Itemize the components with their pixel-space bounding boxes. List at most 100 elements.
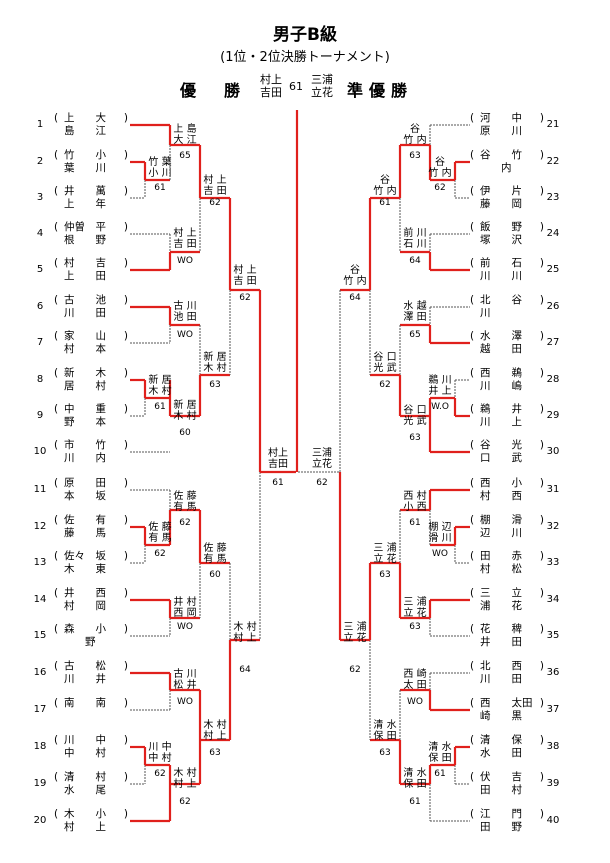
pair-names: ()西 鵜川 嶋 [470,367,544,392]
match-score: 65 [179,151,191,161]
pair-second-line: 田 村 [480,784,522,796]
pair-second-line: 本 坂 [64,490,106,502]
seed-number: 11 [33,484,47,495]
champion-names: 村上吉田 [260,73,282,99]
seed-number: 10 [33,446,47,457]
pair-second-line: 川 [480,307,512,319]
match-winner: 清 水保 田 [428,742,452,764]
pair-first-line: 西 鵜 [480,367,522,379]
pair-first-line: 清 保 [480,734,522,746]
pair-names: ()井 萬上 年 [54,185,128,210]
pair-second-line: 川 川 [480,270,522,282]
pair-first-line: 飯 野 [480,221,522,233]
pair-first-line: 新 木 [64,367,106,379]
match-winner: 西 村小 西 [403,491,427,513]
match-score: 63 [379,570,391,580]
pair-second-line: 浦 花 [480,600,522,612]
seed-number: 7 [36,337,44,348]
pair-second-line: 川 嶋 [480,380,522,392]
pair-names: ()川 中中 村 [54,734,128,759]
seed-number: 20 [33,815,47,826]
match-score: 61 [409,797,421,807]
seed-number: 19 [33,778,47,789]
match-score: 63 [409,151,421,161]
runnerup-names: 三浦立花 [311,73,333,99]
pair-second-line: 木 東 [64,563,106,575]
pair-first-line: 花 稗 [480,623,522,635]
pair-first-line: 西 小 [480,477,522,489]
match-score: 64 [239,665,251,675]
seed-number: 24 [546,228,560,239]
match-winner: 三 浦立 花 [403,597,427,619]
pair-names: ()北 西川 田 [470,660,544,685]
pair-second-line: 口 武 [480,452,522,464]
pair-names: ()清 保水 田 [470,734,544,759]
pair-names: ()谷 竹 内 [470,149,544,174]
pair-second-line: 上 田 [64,270,106,282]
pair-first-line: 井 萬 [64,185,106,197]
pair-second-line: 島 江 [64,125,106,137]
match-winner: 三浦立花 [312,448,332,470]
seed-number: 16 [33,667,47,678]
pair-first-line: 佐々 坂 [64,550,106,562]
pair-second-line: 葉 川 [64,162,106,174]
match-winner: 村上吉田 [268,448,288,470]
pair-names: ()井 西村 岡 [54,587,128,612]
pair-second-line: 根 野 [64,234,106,246]
match-winner: 谷 口光 武 [373,352,397,374]
match-winner: 新 居木 村 [173,400,197,422]
seed-number: 18 [33,741,47,752]
seed-number: 36 [546,667,560,678]
pair-first-line: 佐 有 [64,514,106,526]
pair-second-line: 上 年 [64,198,106,210]
match-score: 62 [434,183,446,193]
pair-names: ()家 山村 本 [54,330,128,355]
match-winner: 竹 葉小 川 [148,157,172,179]
seed-number: 21 [546,119,560,130]
seed-number: 3 [36,192,44,203]
match-winner: 新 居木 村 [203,352,227,374]
page-subtitle: (1位・2位決勝トーナメント) [220,50,390,65]
pair-first-line: 鵜 井 [480,403,522,415]
match-winner: 谷竹 内 [373,175,397,197]
seed-number: 40 [546,815,560,826]
pair-first-line: 市 竹 [64,439,106,451]
seed-number: 34 [546,594,560,605]
pair-names: ()棚 滑辺 川 [470,514,544,539]
pair-names: ()市 竹川 内 [54,439,128,464]
pair-second-line: 辺 川 [480,527,522,539]
pair-names: ()清 村水 尾 [54,771,128,796]
seed-number: 6 [36,301,44,312]
seed-number: 9 [36,410,44,421]
seed-number: 38 [546,741,560,752]
match-score: 60 [209,570,221,580]
pair-first-line: 伏 吉 [480,771,522,783]
pair-first-line: 江 門 [480,808,522,820]
seed-number: 4 [36,228,44,239]
pair-first-line: 谷 光 [480,439,522,451]
page-title: 男子B級 [273,25,337,45]
pair-second-line: 居 村 [64,380,106,392]
seed-number: 29 [546,410,560,421]
seed-number: 1 [36,119,44,130]
match-score: 62 [239,293,251,303]
pair-names: ()原 田本 坂 [54,477,128,502]
match-winner: 川 中中 村 [148,742,172,764]
pair-names: ()鵜 井川 上 [470,403,544,428]
pair-names: ()田 赤村 松 [470,550,544,575]
match-winner: 谷 口光 武 [403,405,427,427]
pair-first-line: 木 小 [64,808,106,820]
pair-first-line: 中 重 [64,403,106,415]
match-score: 65 [409,330,421,340]
pair-first-line: 井 西 [64,587,106,599]
seed-number: 33 [546,557,560,568]
pair-first-line: 村 吉 [64,257,106,269]
match-winner: 鵜 川井 上 [428,375,452,397]
final-score-header: 61 [289,80,303,93]
pair-second-line: 川 上 [480,416,522,428]
pair-second-line: 内 [480,162,512,174]
pair-first-line: 仲曽 平 [64,221,106,233]
match-score: 61 [409,518,421,528]
seed-number: 15 [33,630,47,641]
